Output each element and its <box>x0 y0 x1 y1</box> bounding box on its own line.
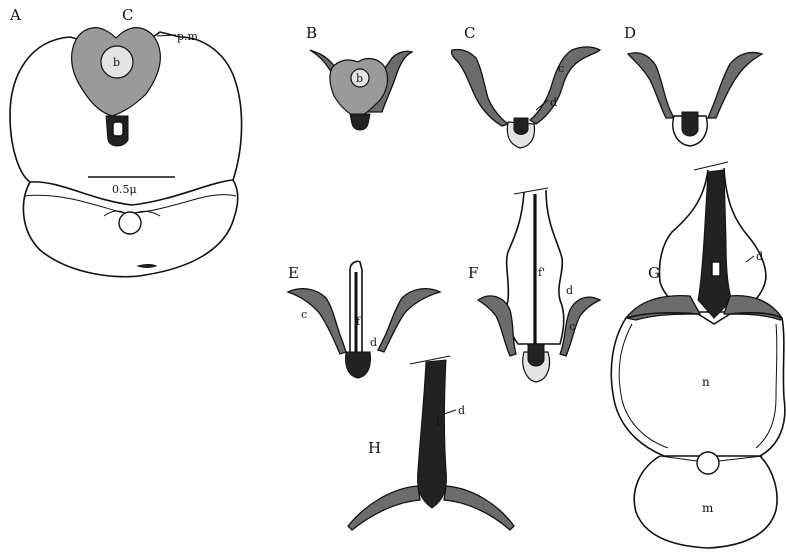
wall-c-left <box>451 49 508 126</box>
panel-e-letter: E <box>288 264 299 282</box>
stalk-b <box>350 114 370 130</box>
label-e-d: d <box>370 336 377 349</box>
wall-c-right <box>530 47 600 124</box>
label-e-f: f <box>356 315 361 328</box>
panel-a: A C p.m b 0.5μ <box>9 6 242 277</box>
panel-g-letter: G <box>648 264 660 282</box>
wall-d-right <box>708 52 762 118</box>
panel-h: H f d <box>348 356 514 530</box>
label-g-n: n <box>702 375 710 389</box>
panel-c-letter: C <box>464 24 475 42</box>
septal-pore-g <box>697 452 719 474</box>
panel-f: F f' d c <box>468 188 600 382</box>
label-f-c: c <box>569 320 575 333</box>
wall-e-left <box>288 289 346 354</box>
panel-g: G d n m <box>611 162 785 548</box>
cell-n <box>611 313 785 456</box>
label-c-d: d <box>550 96 557 109</box>
label-g-m: m <box>702 501 714 515</box>
label-f-f: f' <box>538 266 545 279</box>
stalk-h <box>418 360 447 508</box>
wall-g-right <box>724 296 782 320</box>
panel-e: E c f d <box>288 261 440 378</box>
septal-pore <box>119 212 141 234</box>
panel-h-letter: H <box>368 439 381 457</box>
label-g-d: d <box>756 250 763 263</box>
panel-b: B b <box>306 24 412 130</box>
panel-a-letter: A <box>9 6 21 24</box>
label-b-a: b <box>113 56 120 69</box>
label-e-c: c <box>301 308 307 321</box>
wall-f-left <box>478 296 516 356</box>
small-inclusion <box>138 265 156 268</box>
wall-f-right <box>560 297 600 356</box>
label-f-d: d <box>566 284 573 297</box>
label-c-c: c <box>558 62 564 75</box>
scale-bar-label: 0.5μ <box>112 183 137 196</box>
label-b-b: b <box>356 72 363 85</box>
wall-d-left <box>628 53 674 118</box>
panel-f-letter: F <box>468 264 478 282</box>
label-h-d: d <box>458 404 465 417</box>
panel-d: D <box>624 24 762 146</box>
panel-b-letter: B <box>306 24 317 42</box>
wall-h-right <box>444 486 514 530</box>
panel-d-letter: D <box>624 24 636 42</box>
panel-a-sub-letter: C <box>122 6 133 24</box>
septum-line <box>24 195 236 213</box>
panel-c: C c d <box>451 24 600 148</box>
stalk-e <box>346 352 371 378</box>
wall-e-right <box>378 289 440 352</box>
wall-h-left <box>348 486 420 530</box>
